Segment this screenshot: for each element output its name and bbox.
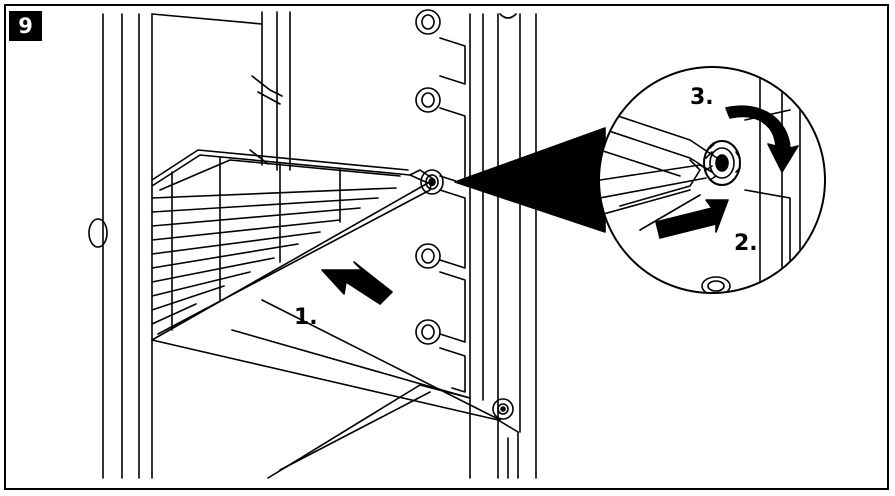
step-number-badge: 9 (9, 11, 42, 41)
wire-rack[interactable] (151, 149, 433, 341)
support-hole-icon (415, 9, 441, 35)
zoom-callout-cone (454, 127, 606, 233)
support-hole-icon (415, 319, 441, 345)
bottom-pin-icon (492, 398, 514, 420)
label-step-1: 1. (294, 305, 318, 330)
arrow-1-icon (321, 261, 393, 305)
label-step-2: 2. (734, 231, 758, 256)
arrow-3-rotate-icon (725, 105, 799, 173)
oven-cavity-left (88, 11, 291, 479)
wall-hole-icon (88, 218, 108, 248)
label-step-3: 3. (690, 85, 714, 110)
support-hole-icon (415, 243, 441, 269)
arrow-2-icon (655, 199, 729, 239)
support-hole-icon (415, 87, 441, 113)
oven-side-wall (415, 9, 537, 479)
rack-pin (420, 169, 444, 195)
oven-floor (151, 299, 519, 479)
